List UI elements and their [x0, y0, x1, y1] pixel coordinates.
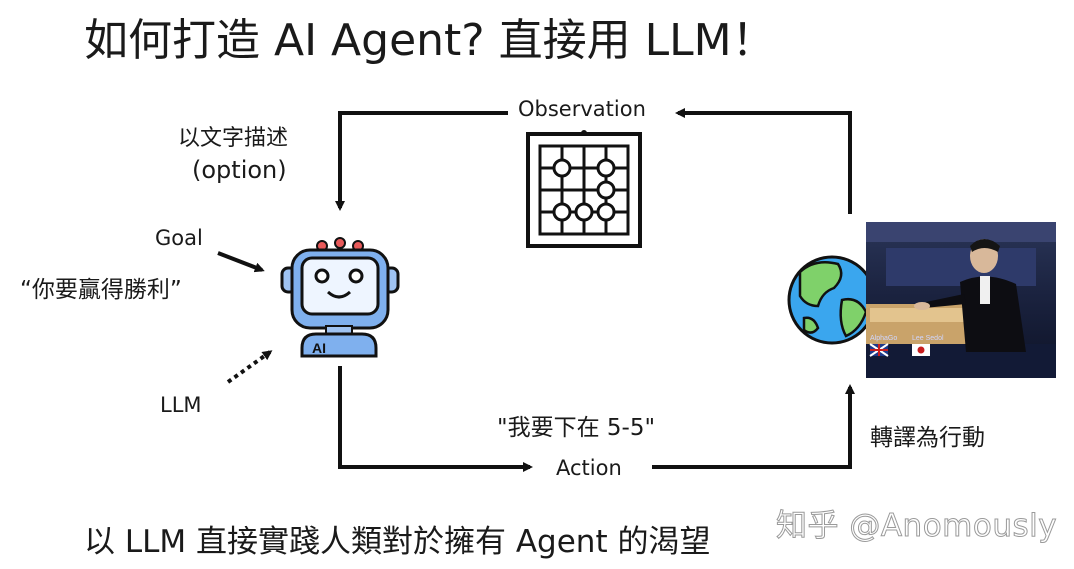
goal-quote: “你要贏得勝利”	[20, 277, 182, 303]
goal-arrow	[217, 251, 265, 273]
loop-arrow-agent-to-action	[338, 366, 533, 472]
watermark: 知乎 @Anomously	[775, 508, 1058, 545]
photo-caption-left: AlphaGo	[870, 335, 897, 342]
llm-arrow	[226, 350, 273, 384]
globe-icon	[787, 255, 877, 345]
observation-label: Observation	[518, 97, 646, 121]
page-title: 如何打造 AI Agent? 直接用 LLM！	[84, 15, 776, 66]
goal-label: Goal	[155, 226, 203, 250]
action-label: Action	[556, 456, 622, 480]
loop-arrow-env-to-observation	[675, 108, 852, 214]
subtitle: 以 LLM 直接實踐人類對於擁有 Agent 的渴望	[84, 524, 711, 560]
photo-caption-right: Lee Sedol	[912, 335, 944, 342]
robot-agent-icon	[280, 237, 400, 358]
loop-arrow-observation-to-agent	[335, 111, 508, 211]
translate-label: 轉譯為行動	[870, 425, 985, 451]
description-line2: (option)	[192, 156, 287, 184]
loop-arrow-action-to-env	[652, 384, 855, 469]
llm-label: LLM	[160, 393, 202, 417]
description-line1: 以文字描述	[178, 126, 289, 151]
agent-badge: AI	[312, 340, 326, 356]
go-board-icon	[526, 130, 642, 248]
action-quote: "我要下在 5-5"	[497, 415, 656, 441]
go-match-photo: AlphaGo Lee Sedol	[866, 222, 1056, 378]
